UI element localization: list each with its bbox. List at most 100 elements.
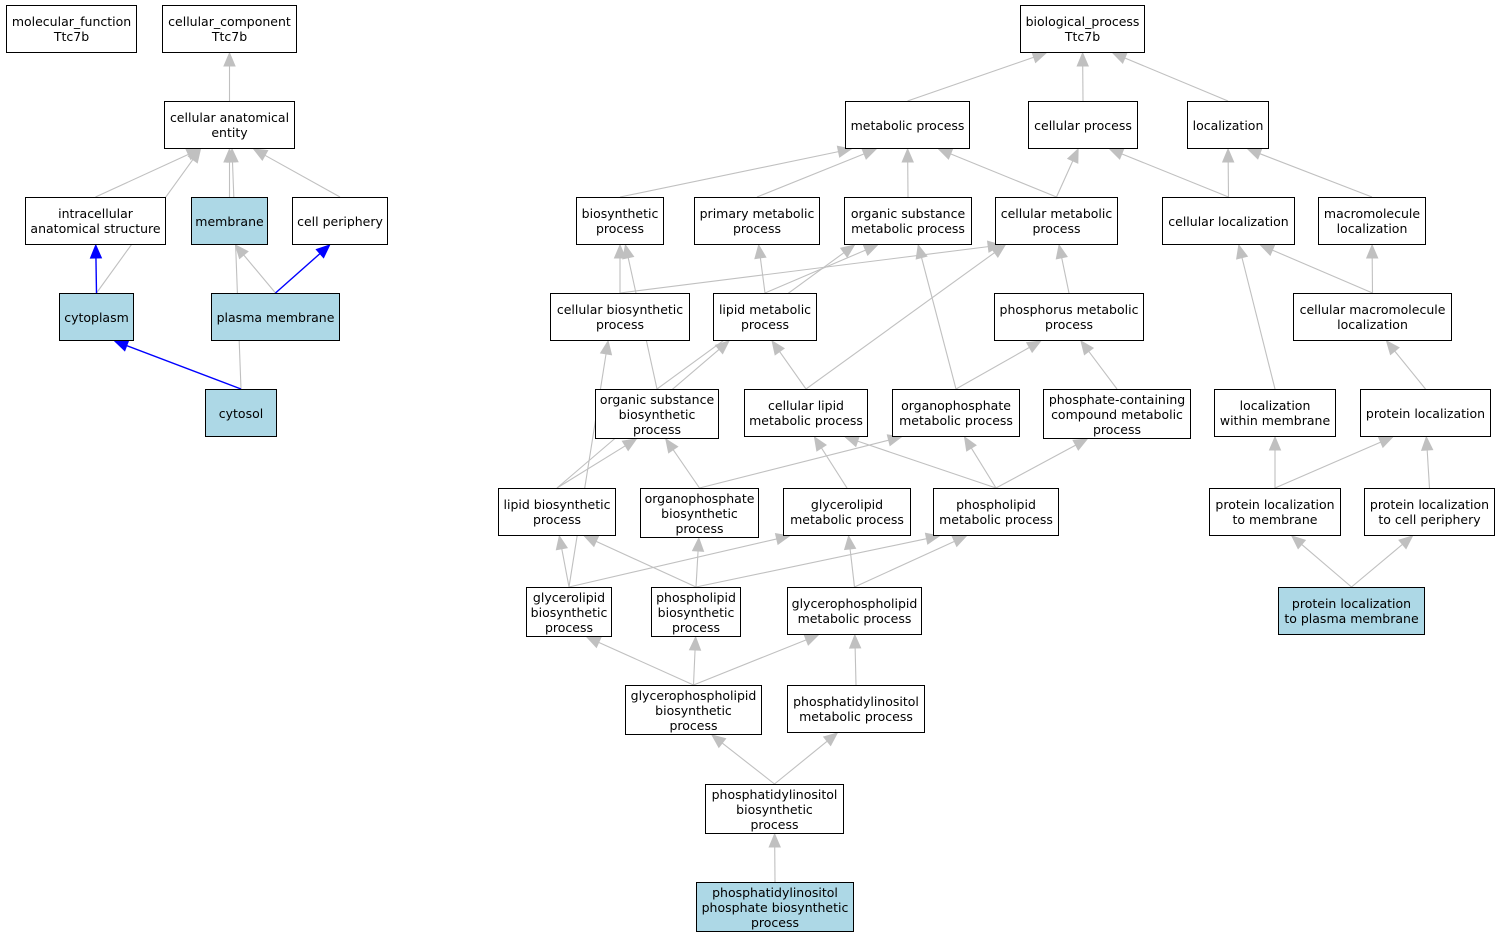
arrowhead-organic_substance_biosynthetic-to-organic_substance_metabolic bbox=[839, 244, 856, 259]
node-primary-metabolic-process[interactable]: primary metabolic process bbox=[694, 197, 820, 245]
node-protein-localization-to-plasma-membrane[interactable]: protein localization to plasma membrane bbox=[1278, 587, 1425, 635]
node-molecular-function-root[interactable]: molecular_function Ttc7b bbox=[6, 5, 137, 53]
edge-localization_within_membrane-to-cellular_localization bbox=[1241, 257, 1276, 390]
arrowhead-phosphatidylinositol_metabolic-to-glycerophospholipid_metabolic bbox=[848, 633, 862, 649]
edge-lipid_metabolic-to-primary_metabolic bbox=[759, 257, 766, 294]
edge-plasma_membrane-to-membrane bbox=[243, 254, 276, 294]
node-cytoplasm[interactable]: cytoplasm bbox=[59, 293, 134, 341]
edge-macromolecule_localization-to-localization bbox=[1259, 153, 1373, 198]
arrowhead-cellular_macromolecule_localization-to-macromolecule_localization bbox=[1365, 243, 1379, 259]
node-phosphatidylinositol-metabolic-process[interactable]: phosphatidylinositol metabolic process bbox=[787, 685, 925, 733]
arrowhead-phosphorus_metabolic-to-cellular_metabolic bbox=[1055, 243, 1068, 260]
node-protein-localization[interactable]: protein localization bbox=[1360, 389, 1491, 437]
edge-cellular_macromolecule_localization-to-cellular_localization bbox=[1272, 249, 1373, 294]
edge-phosphorus_metabolic-to-cellular_metabolic bbox=[1061, 257, 1070, 294]
arrowhead-protein_localization_to_membrane-to-localization_within_membrane bbox=[1268, 435, 1282, 451]
edge-plasma_membrane-to-cell_periphery bbox=[275, 253, 321, 294]
node-cytosol[interactable]: cytosol bbox=[205, 389, 277, 437]
node-cellular-lipid-metabolic-process[interactable]: cellular lipid metabolic process bbox=[744, 389, 868, 437]
arrowhead-glycerophospholipid_biosynthetic-to-glycerolipid_biosynthetic bbox=[585, 636, 602, 649]
edge-glycerophospholipid_metabolic-to-glycerolipid_metabolic bbox=[849, 548, 856, 588]
edge-phospholipid_biosynthetic-to-lipid_biosynthetic bbox=[595, 540, 697, 588]
node-cellular-anatomical-entity[interactable]: cellular anatomical entity bbox=[164, 101, 295, 149]
edge-cellular_lipid_metabolic-to-lipid_metabolic bbox=[779, 351, 807, 390]
arrowhead-phospholipid_metabolic-to-cellular_lipid_metabolic bbox=[844, 435, 861, 448]
arrowhead-glycerolipid_biosynthetic-to-lipid_biosynthetic bbox=[555, 534, 569, 551]
arrowhead-organophosphate_metabolic-to-organic_substance_metabolic bbox=[915, 243, 928, 260]
node-organophosphate-biosynthetic-process[interactable]: organophosphate biosynthetic process bbox=[640, 488, 759, 538]
node-glycerophospholipid-metabolic-process[interactable]: glycerophospholipid metabolic process bbox=[787, 587, 922, 635]
arrowhead-glycerophospholipid_metabolic-to-glycerolipid_metabolic bbox=[843, 534, 857, 551]
arrowhead-lipid_biosynthetic-to-organic_substance_biosynthetic bbox=[621, 438, 638, 452]
node-glycerolipid-metabolic-process[interactable]: glycerolipid metabolic process bbox=[783, 488, 911, 536]
node-localization[interactable]: localization bbox=[1187, 101, 1269, 149]
node-biosynthetic-process[interactable]: biosynthetic process bbox=[576, 197, 664, 245]
node-protein-localization-to-cell-periphery[interactable]: protein localization to cell periphery bbox=[1364, 488, 1495, 536]
arrowhead-cellular_lipid_metabolic-to-cellular_metabolic bbox=[990, 244, 1007, 258]
node-phospholipid-metabolic-process[interactable]: phospholipid metabolic process bbox=[933, 488, 1059, 536]
arrowhead-protein_localization_to_cell_periphery-to-protein_localization bbox=[1420, 435, 1434, 451]
node-lipid-biosynthetic-process[interactable]: lipid biosynthetic process bbox=[498, 488, 616, 536]
node-intracellular-anatomical-structure[interactable]: intracellular anatomical structure bbox=[25, 197, 166, 245]
edge-phospholipid_biosynthetic-to-organophosphate_biosynthetic bbox=[695, 550, 699, 588]
edge-localization-to-bp_root bbox=[1124, 57, 1229, 102]
arrowhead-cellular_localization-to-localization bbox=[1221, 147, 1235, 163]
node-organic-substance-biosynthetic-process[interactable]: organic substance biosynthetic process bbox=[595, 389, 719, 439]
node-cell-periphery[interactable]: cell periphery bbox=[292, 197, 388, 245]
node-cellular-localization[interactable]: cellular localization bbox=[1162, 197, 1295, 245]
edge-lipid_metabolic-to-organic_substance_metabolic bbox=[764, 249, 866, 294]
edge-glycerophospholipid_biosynthetic-to-glycerophospholipid_metabolic bbox=[693, 639, 807, 686]
arrowhead-glycerophospholipid_metabolic-to-phospholipid_metabolic bbox=[951, 535, 968, 548]
arrowhead-cellular_biosynthetic-to-biosynthetic bbox=[613, 243, 627, 259]
arrowhead-organophosphate_metabolic-to-phosphorus_metabolic bbox=[1025, 340, 1042, 354]
arrowhead-protein_localization_to_plasma_membrane-to-protein_localization_to_membrane bbox=[1290, 535, 1307, 550]
arrowhead-phospholipid_metabolic-to-phosphate_containing bbox=[1072, 438, 1089, 451]
arrowhead-organic_substance_metabolic-to-metabolic bbox=[901, 147, 914, 163]
node-glycerophospholipid-biosynthetic-process[interactable]: glycerophospholipid biosynthetic process bbox=[625, 685, 762, 735]
node-cellular-biosynthetic-process[interactable]: cellular biosynthetic process bbox=[550, 293, 690, 341]
node-cellular-component-root[interactable]: cellular_component Ttc7b bbox=[162, 5, 297, 53]
node-cellular-metabolic-process[interactable]: cellular metabolic process bbox=[995, 197, 1118, 245]
arrowhead-cytoplasm-to-cae bbox=[187, 147, 202, 164]
arrowhead-metabolic-to-bp_root bbox=[1031, 51, 1048, 64]
arrowhead-pip_biosynthetic-to-phosphatidylinositol_biosynthetic bbox=[768, 832, 781, 848]
edge-organophosphate_metabolic-to-organic_substance_metabolic bbox=[921, 257, 957, 390]
node-macromolecule-localization[interactable]: macromolecule localization bbox=[1318, 197, 1426, 245]
arrowhead-glycerolipid_biosynthetic-to-cellular_biosynthetic bbox=[599, 339, 613, 356]
node-plasma-membrane[interactable]: plasma membrane bbox=[211, 293, 340, 341]
arrowhead-plasma_membrane-to-membrane bbox=[234, 244, 249, 260]
arrowhead-cytoplasm-to-ias bbox=[89, 243, 103, 259]
node-glycerolipid-biosynthetic-process[interactable]: glycerolipid biosynthetic process bbox=[526, 587, 612, 637]
node-phospholipid-biosynthetic-process[interactable]: phospholipid biosynthetic process bbox=[651, 587, 741, 637]
arrowhead-cellular_metabolic-to-cellular_process bbox=[1066, 147, 1079, 164]
edge-ias-to-cae bbox=[95, 153, 189, 198]
edge-protein_localization-to-cellular_macromolecule_localization bbox=[1394, 350, 1426, 390]
node-phosphorus-metabolic-process[interactable]: phosphorus metabolic process bbox=[994, 293, 1144, 341]
node-cellular-process[interactable]: cellular process bbox=[1028, 101, 1138, 149]
edge-protein_localization_to_plasma_membrane-to-protein_localization_to_cell_periphery bbox=[1351, 543, 1403, 588]
node-organophosphate-metabolic-process[interactable]: organophosphate metabolic process bbox=[892, 389, 1020, 437]
node-phosphate-containing-compound-metabolic-process[interactable]: phosphate-containing compound metabolic … bbox=[1043, 389, 1191, 439]
node-membrane[interactable]: membrane bbox=[191, 197, 268, 245]
arrowhead-lipid_biosynthetic-to-lipid_metabolic bbox=[714, 340, 730, 355]
node-cellular-macromolecule-localization[interactable]: cellular macromolecule localization bbox=[1293, 293, 1452, 341]
node-lipid-metabolic-process[interactable]: lipid metabolic process bbox=[713, 293, 817, 341]
node-phosphatidylinositol-biosynthetic-process[interactable]: phosphatidylinositol biosynthetic proces… bbox=[705, 784, 844, 834]
edge-cellular_lipid_metabolic-to-cellular_metabolic bbox=[805, 252, 995, 390]
node-organic-substance-metabolic-process[interactable]: organic substance metabolic process bbox=[844, 197, 972, 245]
node-metabolic-process[interactable]: metabolic process bbox=[845, 101, 970, 149]
arrowhead-phospholipid_metabolic-to-organophosphate_metabolic bbox=[963, 435, 977, 452]
arrowhead-macromolecule_localization-to-localization bbox=[1246, 148, 1263, 160]
node-protein-localization-to-membrane[interactable]: protein localization to membrane bbox=[1209, 488, 1341, 536]
node-localization-within-membrane[interactable]: localization within membrane bbox=[1214, 389, 1336, 437]
edge-glycerophospholipid_biosynthetic-to-phospholipid_biosynthetic bbox=[692, 649, 696, 686]
arrowhead-phosphatidylinositol_biosynthetic-to-glycerophospholipid_biosynthetic bbox=[710, 734, 727, 749]
arrowhead-phosphatidylinositol_biosynthetic-to-phosphatidylinositol_metabolic bbox=[822, 732, 839, 747]
edge-cellular_biosynthetic-to-cellular_metabolic bbox=[619, 246, 989, 294]
arrowhead-organic_substance_biosynthetic-to-biosynthetic bbox=[622, 243, 635, 260]
arrowhead-protein_localization_to_membrane-to-protein_localization bbox=[1377, 436, 1394, 449]
node-biological-process-root[interactable]: biological_process Ttc7b bbox=[1020, 5, 1145, 53]
edge-cytosol-to-cytoplasm bbox=[126, 344, 242, 390]
arrowhead-glycerolipid_metabolic-to-cellular_lipid_metabolic bbox=[813, 435, 828, 452]
node-phosphatidylinositol-phosphate-biosynthetic-process[interactable]: phosphatidylinositol phosphate biosynthe… bbox=[696, 882, 854, 932]
